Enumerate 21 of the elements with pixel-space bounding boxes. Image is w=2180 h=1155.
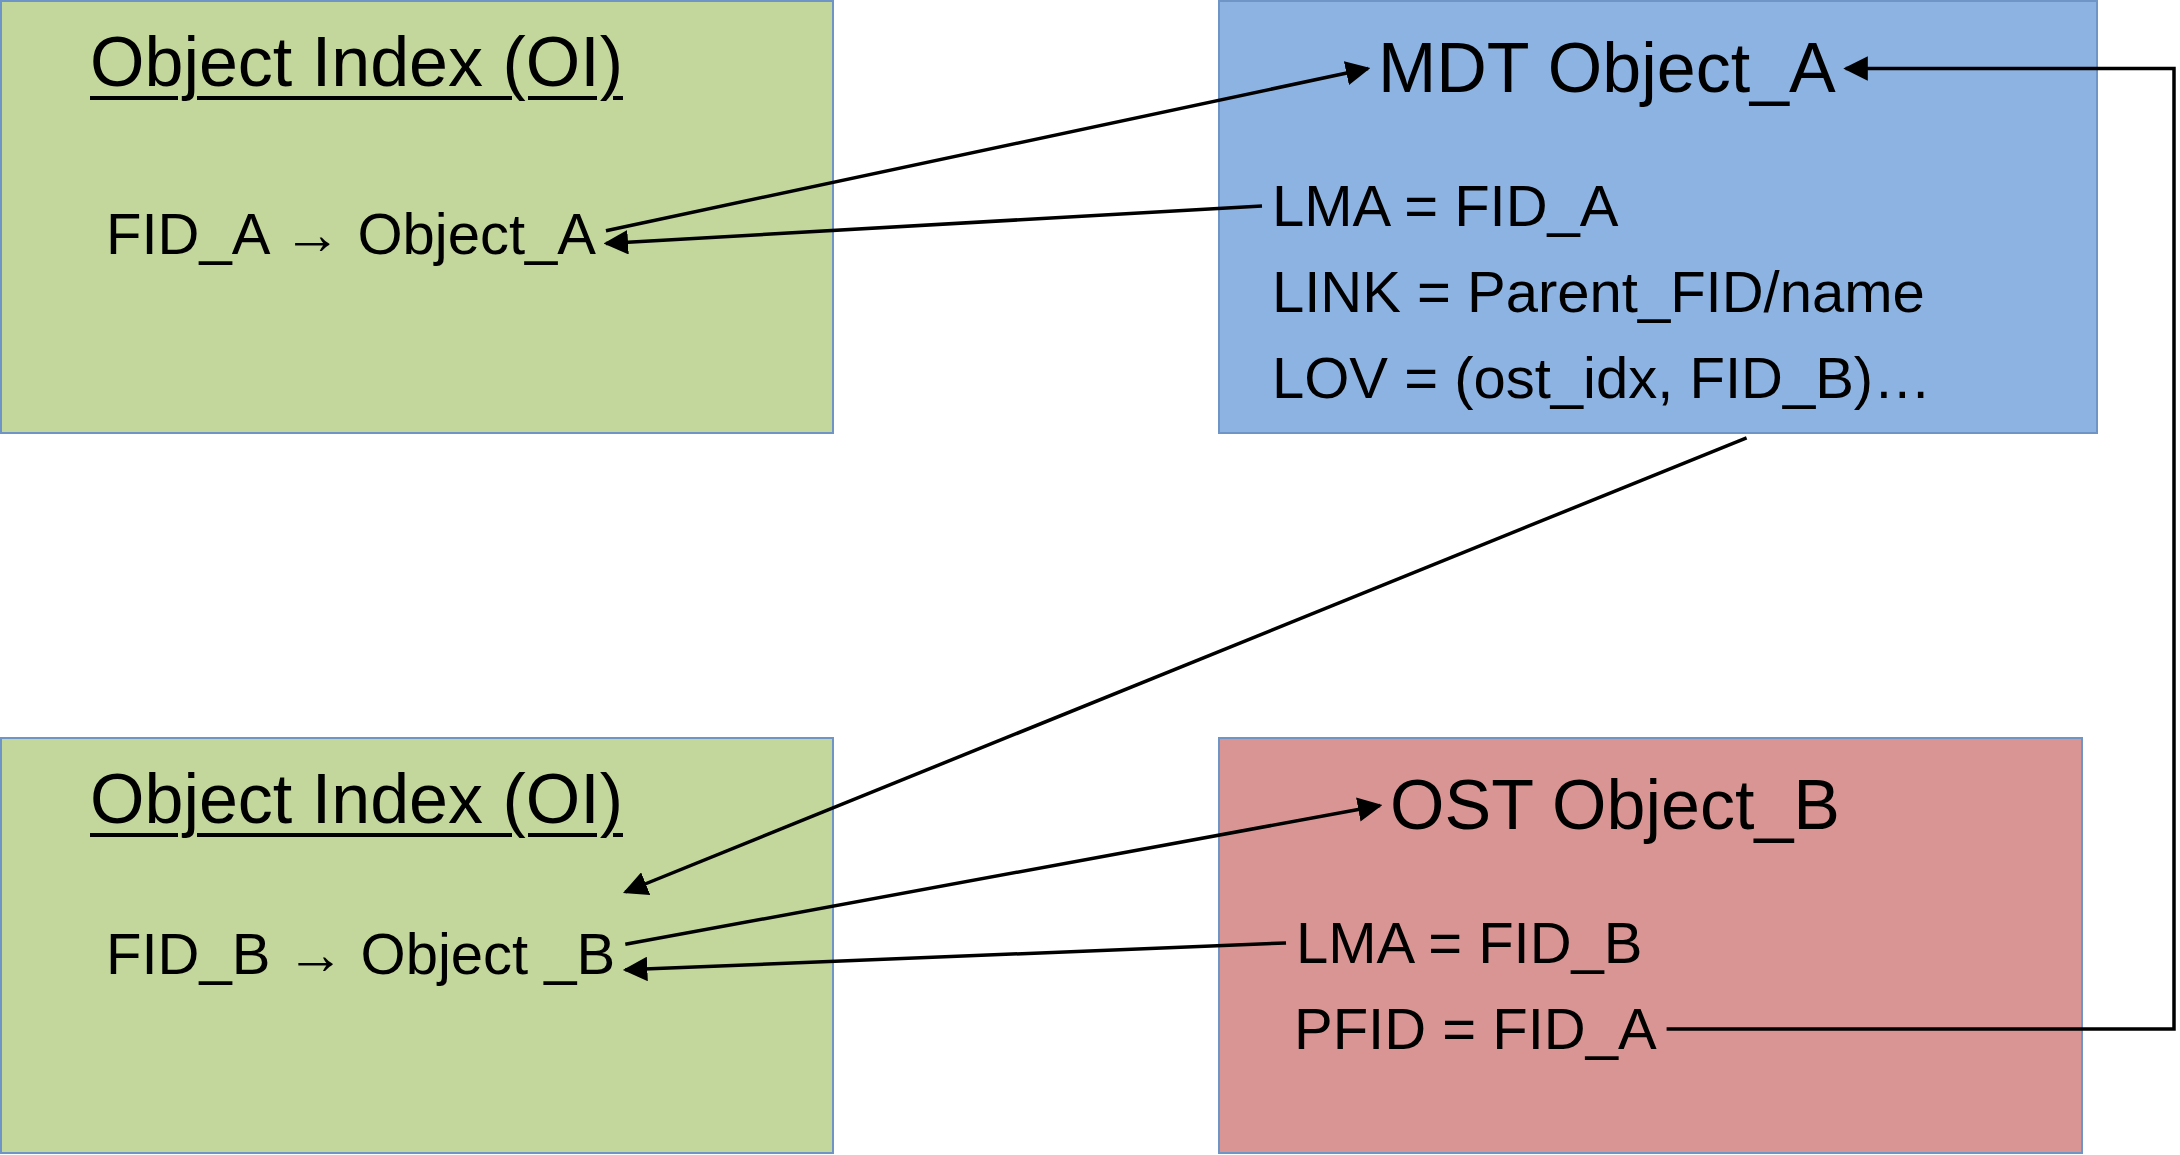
text-line: LINK = Parent_FID/name <box>1272 260 1925 324</box>
box-heading: MDT Object_A <box>1378 30 1836 107</box>
text-line: FID_A → Object_A <box>106 202 596 266</box>
text-line: LMA = FID_A <box>1272 174 1619 238</box>
text-line: FID_B → Object _B <box>106 922 616 986</box>
text-line: LMA = FID_B <box>1296 911 1643 975</box>
record-box <box>1218 0 2098 434</box>
record-box <box>0 737 834 1154</box>
arrow <box>622 941 1287 982</box>
arrow <box>625 797 1383 947</box>
arrow <box>1666 56 2176 1031</box>
arrow <box>605 61 1371 233</box>
box-heading: Object Index (OI) <box>90 761 623 838</box>
box-heading: OST Object_B <box>1390 767 1840 844</box>
arrow <box>623 436 1748 896</box>
arrow <box>603 204 1263 255</box>
record-box <box>0 0 834 434</box>
record-box <box>1218 737 2083 1154</box>
text-line: LOV = (ost_idx, FID_B)… <box>1272 346 1932 410</box>
text-line: PFID = FID_A <box>1294 997 1657 1061</box>
box-heading: Object Index (OI) <box>90 24 623 101</box>
